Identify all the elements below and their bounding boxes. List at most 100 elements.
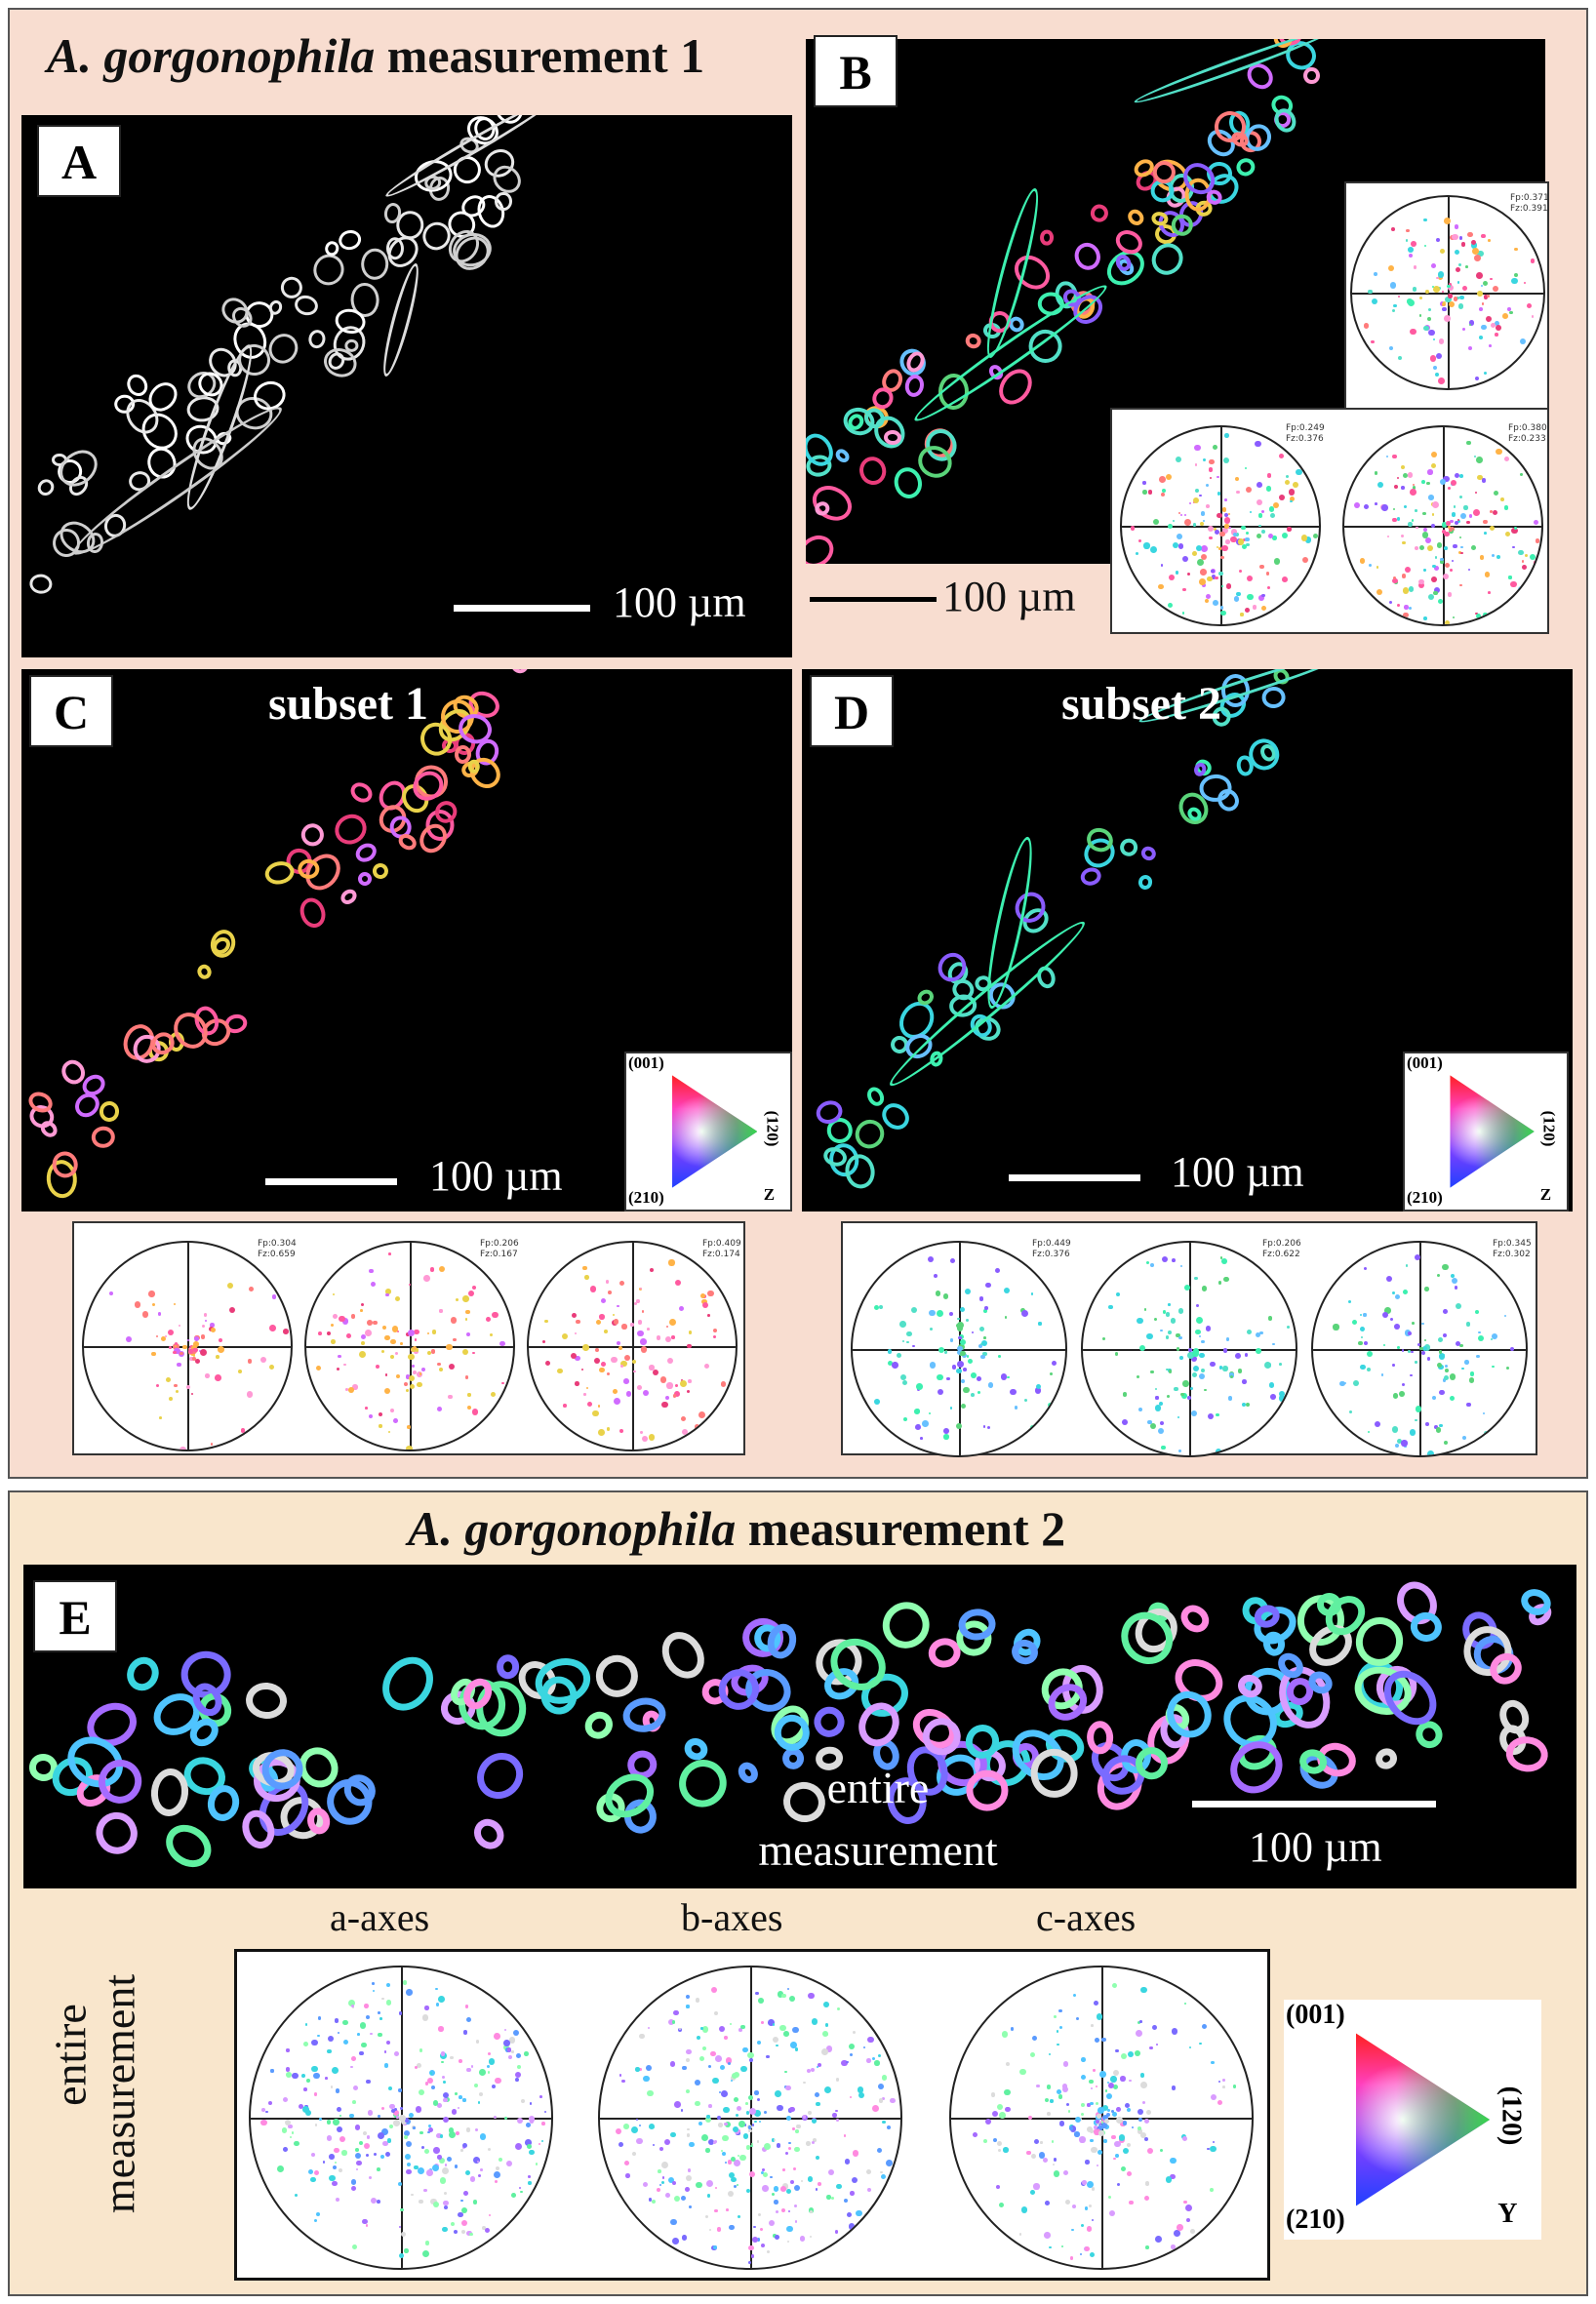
grain-ring (863, 1084, 888, 1109)
b-axes-label: b-axes (681, 1895, 783, 1939)
grain-ring (589, 1649, 645, 1704)
grain-ring (902, 373, 926, 399)
grain-ring (157, 1815, 219, 1876)
grain-ring (352, 840, 380, 866)
grain-ring (832, 446, 852, 465)
panel-d-scalebar (1009, 1174, 1140, 1181)
section2-title-species: A. gorgonophila (408, 1501, 737, 1556)
panel-e-image (23, 1565, 1576, 1888)
pole-figure-index-text: Fp:0.380 (1508, 423, 1547, 433)
grain-ring (1110, 1602, 1183, 1676)
pole-figure-circle (1342, 425, 1543, 626)
ipf-label-210: (210) (1286, 2204, 1345, 2235)
grain-ring (347, 778, 377, 808)
pole-figure-index-text: Fp:0.304 (258, 1239, 297, 1249)
grain-ring (809, 1700, 851, 1742)
ipf-color-triangle (1355, 2033, 1491, 2206)
grain-ring (1260, 685, 1287, 709)
grain-ring (385, 236, 404, 259)
grain-ring (856, 453, 890, 489)
grain-ring (619, 1695, 668, 1735)
pole-figure-circle (249, 1966, 553, 2270)
grain-ring (1040, 229, 1055, 247)
panel-a-scalebar (454, 605, 590, 612)
grain-ring (1138, 843, 1159, 863)
section2-title: A. gorgonophila measurement 2 (408, 1500, 1065, 1557)
pole-figure-circle (1120, 425, 1321, 626)
grain-ring (1088, 201, 1111, 225)
pole-figure-index-text: Fp:0.371 (1510, 193, 1549, 203)
pole-figure-index-text: Fp:0.409 (702, 1239, 741, 1249)
grain-ring (1504, 1734, 1551, 1775)
grain-ring (293, 293, 321, 318)
panel-c-scale-label: 100 µm (429, 1152, 563, 1200)
pole-figure-circle (1350, 195, 1545, 390)
grain-ring (468, 1812, 511, 1855)
pole-figure-index-text: Fp:0.206 (1262, 1239, 1301, 1249)
pole-figure-index-text: Fp:0.345 (1493, 1239, 1532, 1249)
side-label-line2: measurement (94, 1973, 144, 2214)
ipf-axis-label: Z (1539, 1184, 1552, 1204)
grain-ring (99, 1099, 121, 1123)
grain-ring (891, 464, 926, 502)
panel-d-scale-label: 100 µm (1171, 1148, 1304, 1196)
grain-ring (195, 963, 214, 981)
side-label-line1: entire (45, 2004, 96, 2106)
panel-c-letter: C (29, 675, 113, 747)
c-axes-label: c-axes (1036, 1895, 1137, 1939)
grain-ring (807, 479, 858, 528)
grain-ring (360, 248, 389, 282)
section1-title-species: A. gorgonophila (47, 28, 376, 83)
grain-ring (88, 1805, 144, 1862)
pole-figure-index-text: Fz:0.174 (702, 1250, 740, 1259)
panel-d-subset-label: subset 2 (1061, 678, 1222, 730)
pole-figure-circle (1311, 1241, 1528, 1457)
section1-title-rest: measurement 1 (386, 28, 705, 83)
panel-c-subset-label: subset 1 (268, 678, 429, 730)
grain-ring (34, 476, 58, 499)
grain-ring (1144, 237, 1189, 282)
pole-figure-index-text: Fp:0.206 (480, 1239, 519, 1249)
pole-figure-index-text: Fp:0.249 (1286, 423, 1325, 433)
ipf-label-001: (001) (628, 1053, 664, 1072)
grain-ring (207, 927, 239, 962)
ipf-axis-label: Z (763, 1184, 776, 1204)
grain-ring (371, 861, 389, 881)
grain-ring (1372, 1744, 1401, 1773)
grain-ring (1302, 66, 1320, 85)
grain-ring (653, 1623, 713, 1687)
ipf-label-001: (001) (1286, 2000, 1345, 2030)
panel-d-ipf-legend: (001)(210)(120)Z (1403, 1052, 1569, 1212)
grain-ring (467, 1742, 534, 1808)
grain-ring (1137, 874, 1154, 892)
pole-figure-index-text: Fz:0.233 (1508, 434, 1546, 444)
panel-c-ipf-legend: (001)(210)(120)Z (624, 1052, 792, 1212)
section2-title-rest: measurement 2 (747, 1501, 1066, 1556)
panel-b-scalebar (810, 597, 937, 602)
grain-ring (579, 1705, 618, 1745)
pole-figure-index-text: Fz:0.376 (1286, 434, 1324, 444)
panel-b-scale-label: 100 µm (942, 573, 1076, 620)
section1-title: A. gorgonophila measurement 1 (47, 27, 704, 84)
grain-ring (296, 894, 330, 932)
a-axes-label: a-axes (330, 1895, 430, 1939)
pole-figure-circle (527, 1241, 738, 1451)
panel-a-scale-label: 100 µm (613, 578, 746, 626)
grain-rod (377, 260, 425, 379)
ipf-label-120: (120) (1539, 1110, 1559, 1147)
ipf-axis-label: Y (1497, 2199, 1518, 2229)
grain-ring (1124, 206, 1147, 228)
pole-figure-index-text: Fz:0.376 (1032, 1250, 1070, 1259)
grain-ring (336, 227, 363, 253)
ipf-label-001: (001) (1407, 1053, 1443, 1072)
panel-e-overlay-line1: entire (826, 1763, 930, 1812)
grain-ring (1234, 155, 1258, 179)
grain-ring (806, 529, 840, 564)
pole-figure-index-text: Fz:0.302 (1493, 1250, 1531, 1259)
pole-figure-circle (304, 1241, 515, 1451)
grain-ring (1119, 837, 1139, 858)
